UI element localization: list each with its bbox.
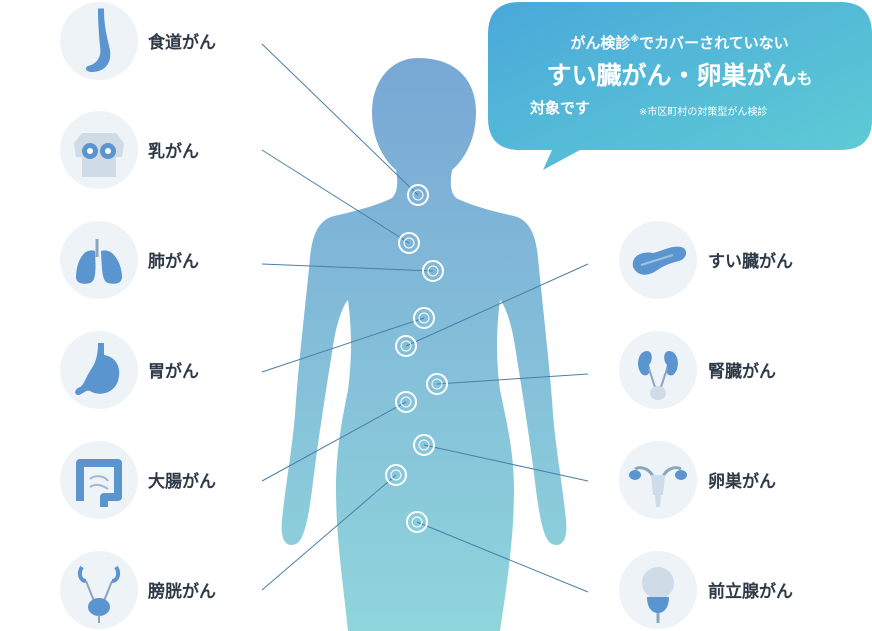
- target-marker: [395, 391, 417, 413]
- stomach-icon: [60, 331, 138, 409]
- label-bladder-cancer: 膀胱がん: [148, 582, 216, 602]
- label-colorectal-cancer: 大腸がん: [148, 472, 216, 492]
- lungs-icon: [60, 221, 138, 299]
- leader-lines: [261, 43, 589, 593]
- callout-line-3: 対象です: [530, 99, 591, 117]
- label-stomach-cancer: 胃がん: [148, 362, 199, 382]
- target-marker: [385, 464, 407, 486]
- target-marker: [398, 232, 420, 254]
- leader-line-bladder: [261, 474, 397, 591]
- target-marker: [426, 373, 448, 395]
- label-breast-cancer: 乳がん: [148, 142, 199, 162]
- bladder-icon: [60, 551, 138, 629]
- target-marker: [422, 260, 444, 282]
- target-marker: [413, 434, 435, 456]
- leader-line-esophagus: [261, 43, 419, 196]
- callout-line-2: すい臓がん・卵巣がんも: [546, 61, 813, 90]
- leader-line-lung: [261, 263, 434, 272]
- breast-icon: [60, 111, 138, 189]
- callout-line-1: がん検診※でカバーされていない: [570, 34, 789, 52]
- leader-line-stomach: [261, 317, 425, 373]
- label-lung-cancer: 肺がん: [148, 252, 199, 272]
- prostate-icon: [619, 551, 697, 629]
- label-ovarian-cancer: 卵巣がん: [708, 472, 776, 492]
- target-markers: [385, 184, 448, 533]
- human-body-silhouette: [281, 58, 567, 631]
- kidney-icon: [619, 331, 697, 409]
- target-marker: [395, 335, 417, 357]
- label-esophageal-cancer: 食道がん: [148, 33, 216, 53]
- leader-line-ovary: [423, 444, 589, 482]
- callout-note: ※市区町村の対策型がん検診: [639, 107, 768, 118]
- leader-line-prostate: [416, 521, 589, 593]
- leader-line-colon: [261, 401, 407, 482]
- label-kidney-cancer: 腎臓がん: [708, 362, 776, 382]
- label-pancreatic-cancer: すい臓がん: [708, 252, 793, 272]
- pancreas-icon: [619, 221, 697, 299]
- target-marker: [407, 184, 429, 206]
- target-marker: [413, 307, 435, 329]
- callout-bubble: [488, 2, 872, 170]
- label-prostate-cancer: 前立腺がん: [708, 582, 793, 602]
- leader-line-kidney: [436, 373, 589, 385]
- colon-icon: [60, 441, 138, 519]
- target-marker: [406, 511, 428, 533]
- leader-line-pancreas: [405, 263, 589, 347]
- ovary-icon: [619, 441, 697, 519]
- esophagus-icon: [60, 2, 138, 80]
- leader-line-breast: [261, 149, 410, 244]
